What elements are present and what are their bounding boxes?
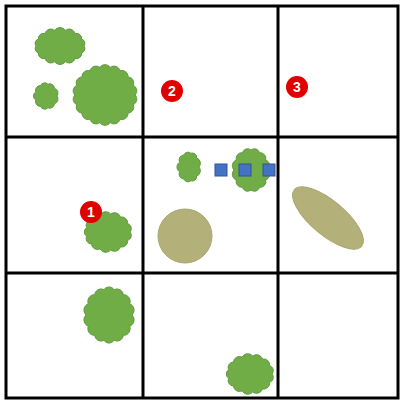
bush [84,287,134,343]
bush [226,354,273,394]
bush [33,83,58,109]
bush [73,65,137,126]
tan-circle [158,209,212,263]
callout-number: 2 [161,80,183,102]
callout-number: 3 [286,76,308,98]
grid-line [6,272,398,275]
grid [6,6,398,398]
callout-number: 1 [80,201,102,223]
blue-square [215,164,227,176]
grid-line [6,136,398,139]
grid-line [142,6,145,398]
bush-group [33,28,273,395]
blue-square [263,164,275,176]
blue-square [239,164,251,176]
tan-ellipse [283,177,372,260]
grid-line [277,6,280,398]
grid-border [6,6,398,398]
bush [177,152,200,182]
bush [35,28,85,65]
